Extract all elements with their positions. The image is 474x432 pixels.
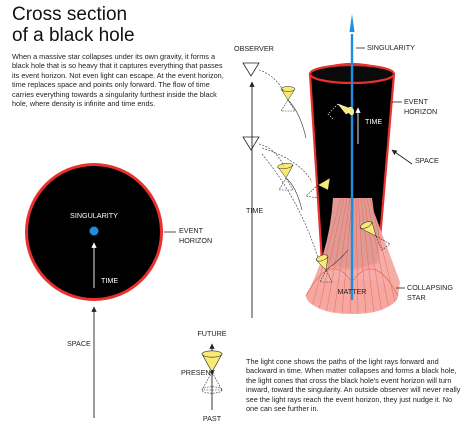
circle-event-horizon-label-1: EVENT — [179, 226, 204, 235]
light-cone-legend: FUTURE PRESENT PAST — [181, 329, 227, 423]
circle-time-label: TIME — [101, 276, 118, 285]
page-title: Cross section of a black hole — [12, 4, 135, 46]
legend-present-label: PRESENT — [181, 368, 216, 377]
observer-sight-line-upper — [258, 69, 285, 93]
legend-present-dot — [210, 370, 214, 374]
matter-label: MATTER — [337, 287, 366, 296]
legend-future-cone-rim — [201, 350, 223, 358]
light-cone-horizon-left — [315, 254, 333, 283]
circle-space-label: SPACE — [67, 339, 91, 348]
singularity-dot — [89, 226, 99, 236]
light-ray-curve-3 — [325, 249, 349, 271]
light-cone-outside-upper — [280, 86, 296, 112]
light-cone-note: The light cone shows the paths of the li… — [246, 357, 461, 414]
collapsing-star-hatching — [309, 198, 399, 314]
space-label: SPACE — [415, 156, 439, 165]
inside-time-label: TIME — [365, 117, 382, 126]
light-cone-inside-top — [327, 103, 355, 121]
observer-sight-line-lower — [258, 143, 285, 167]
black-hole-circle-diagram: SINGULARITY TIME SPACE EVENT HORIZON — [25, 163, 212, 418]
singularity-beam-tip — [349, 14, 355, 32]
title-line-1: Cross section — [12, 4, 128, 25]
legend-future-label: FUTURE — [197, 329, 226, 338]
space-arrow — [391, 149, 413, 165]
title-line-2: of a black hole — [12, 25, 135, 46]
light-ray-curve-2 — [285, 177, 303, 211]
event-horizon-label-2: HORIZON — [404, 107, 437, 116]
legend-past-label: PAST — [203, 414, 222, 423]
observer-upper-icon — [242, 62, 260, 77]
observer-lower-icon — [242, 136, 260, 151]
spacetime-diagram: OBSERVER TIME SINGULARITY EVENT HORIZON … — [234, 14, 453, 318]
observer-label: OBSERVER — [234, 44, 274, 53]
legend-past-cone-rim — [201, 386, 223, 394]
circle-singularity-label: SINGULARITY — [70, 211, 118, 220]
singularity-label: SINGULARITY — [367, 43, 415, 52]
intro-text: When a massive star collapses under its … — [12, 52, 224, 109]
light-cone-horizon-mid — [305, 177, 331, 199]
observer-sight-line-horizon — [261, 147, 313, 183]
light-ray-curve-1 — [287, 99, 307, 139]
collapsing-star-label-1: COLLAPSING — [407, 283, 453, 292]
circle-event-horizon-label-2: HORIZON — [179, 236, 212, 245]
legend-past-cone — [201, 371, 223, 391]
time-axis-label: TIME — [246, 206, 263, 215]
observer-sight-line-far — [261, 153, 319, 259]
light-cone-horizon-right — [359, 221, 391, 251]
light-cone-outside-middle — [277, 162, 294, 191]
event-horizon-label-1: EVENT — [404, 97, 429, 106]
collapsing-star-label-2: STAR — [407, 293, 426, 302]
